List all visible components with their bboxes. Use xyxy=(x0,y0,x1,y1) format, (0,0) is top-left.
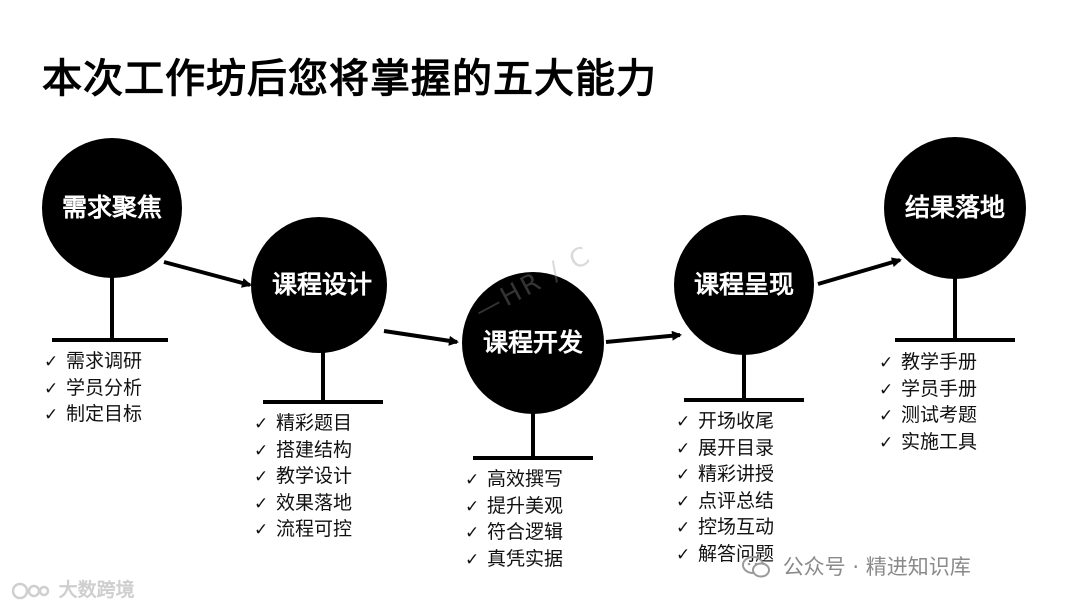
node-label-4: 课程呈现 xyxy=(693,270,794,299)
list-item: ✓需求调研 xyxy=(44,349,142,376)
check-icon: ✓ xyxy=(879,406,894,426)
check-icon: ✓ xyxy=(879,353,894,373)
check-icon: ✓ xyxy=(254,520,269,540)
arrow-4-5 xyxy=(817,257,902,286)
check-icon: ✓ xyxy=(465,523,480,543)
node-circle-4 xyxy=(674,215,814,355)
node-label-3: 课程开发 xyxy=(482,328,583,357)
list-stage-3: ✓高效撰写 ✓提升美观 ✓符合逻辑 ✓真凭实据 xyxy=(465,467,563,573)
list-item: ✓教学设计 xyxy=(254,464,352,491)
check-icon: ✓ xyxy=(676,412,691,432)
list-stage-4: ✓开场收尾 ✓展开目录 ✓精彩讲授 ✓点评总结 ✓控场互动 ✓解答问题 xyxy=(676,409,774,568)
list-item: ✓学员手册 xyxy=(879,377,977,404)
list-item: ✓学员分析 xyxy=(44,376,142,403)
check-icon: ✓ xyxy=(676,438,691,459)
list-item: ✓精彩讲授 xyxy=(676,462,774,489)
list-item: ✓精彩题目 xyxy=(254,411,352,438)
check-icon: ✓ xyxy=(254,467,269,487)
list-item: ✓点评总结 xyxy=(676,489,774,516)
page-title: 本次工作坊后您将掌握的五大能力 xyxy=(42,56,657,102)
node-circle-5 xyxy=(884,137,1026,279)
check-icon: ✓ xyxy=(44,378,59,399)
list-item: ✓搭建结构 xyxy=(254,438,352,465)
list-item: ✓展开目录 xyxy=(676,436,774,463)
node-circle-3 xyxy=(462,272,604,414)
arrow-1-2 xyxy=(163,260,252,288)
list-item: ✓高效撰写 xyxy=(465,467,563,494)
node-label-1: 需求聚焦 xyxy=(61,193,162,222)
node-circle-1 xyxy=(42,138,182,278)
check-icon: ✓ xyxy=(44,352,59,372)
check-icon: ✓ xyxy=(879,432,894,453)
watermark-text: 大数跨境 xyxy=(58,579,135,601)
arrow-3-4 xyxy=(605,330,682,344)
check-icon: ✓ xyxy=(676,491,691,512)
list-stage-2: ✓精彩题目 ✓搭建结构 ✓教学设计 ✓效果落地 ✓流程可控 xyxy=(254,411,352,544)
check-icon: ✓ xyxy=(676,518,691,538)
check-icon: ✓ xyxy=(254,440,269,461)
list-item: ✓制定目标 xyxy=(44,402,142,429)
check-icon: ✓ xyxy=(44,405,59,425)
list-item: ✓真凭实据 xyxy=(465,547,563,574)
check-icon: ✓ xyxy=(676,465,691,485)
list-item: ✓提升美观 xyxy=(465,494,563,521)
check-icon: ✓ xyxy=(676,544,691,565)
list-item: ✓流程可控 xyxy=(254,517,352,544)
check-icon: ✓ xyxy=(465,549,480,570)
list-item: ✓效果落地 xyxy=(254,491,352,518)
list-item: ✓控场互动 xyxy=(676,515,774,542)
check-icon: ✓ xyxy=(254,414,269,434)
list-item: ✓解答问题 xyxy=(676,542,774,569)
list-item: ✓实施工具 xyxy=(879,430,977,457)
node-circle-2 xyxy=(251,217,387,353)
list-item: ✓测试考题 xyxy=(879,403,977,430)
arrow-2-3 xyxy=(383,329,459,346)
list-item: ✓开场收尾 xyxy=(676,409,774,436)
watermark-bottom-left: 大数跨境 xyxy=(12,575,135,602)
check-icon: ✓ xyxy=(879,379,894,400)
list-stage-1: ✓需求调研 ✓学员分析 ✓制定目标 xyxy=(44,349,142,429)
watermark-text: 公众号 · 精进知识库 xyxy=(782,555,971,579)
check-icon: ✓ xyxy=(465,470,480,490)
wechat-icon xyxy=(742,556,770,578)
list-stage-5: ✓教学手册 ✓学员手册 ✓测试考题 ✓实施工具 xyxy=(879,350,977,456)
list-item: ✓符合逻辑 xyxy=(465,520,563,547)
node-label-5: 结果落地 xyxy=(904,193,1005,222)
watermark-bottom-right: 公众号 · 精进知识库 xyxy=(742,551,971,581)
list-item: ✓教学手册 xyxy=(879,350,977,377)
brand-logo-icon xyxy=(12,582,50,599)
check-icon: ✓ xyxy=(465,496,480,517)
node-label-2: 课程设计 xyxy=(271,270,372,299)
check-icon: ✓ xyxy=(254,493,269,514)
